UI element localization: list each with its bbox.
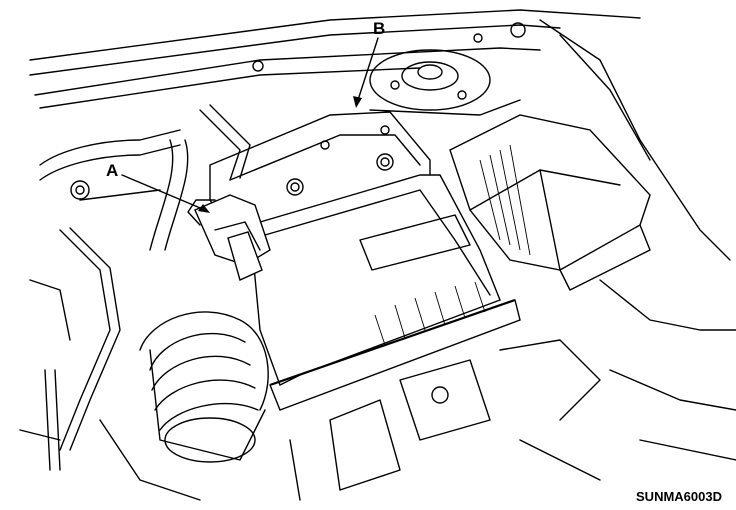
maf-sensor	[187, 194, 271, 281]
cowl-panel	[29, 9, 641, 109]
strut-tower	[369, 49, 521, 116]
figure-code: SUNMA6003D	[636, 489, 722, 504]
battery-box	[449, 114, 651, 291]
air-cleaner-lower	[249, 174, 521, 411]
fender-lines	[539, 19, 736, 461]
hoses-and-wiring	[19, 104, 251, 501]
callout-label-b: B	[373, 19, 386, 38]
lower-components	[289, 339, 601, 501]
intake-bellows	[139, 311, 269, 463]
callout-label-a: A	[106, 161, 119, 180]
leader-lines	[121, 37, 379, 213]
